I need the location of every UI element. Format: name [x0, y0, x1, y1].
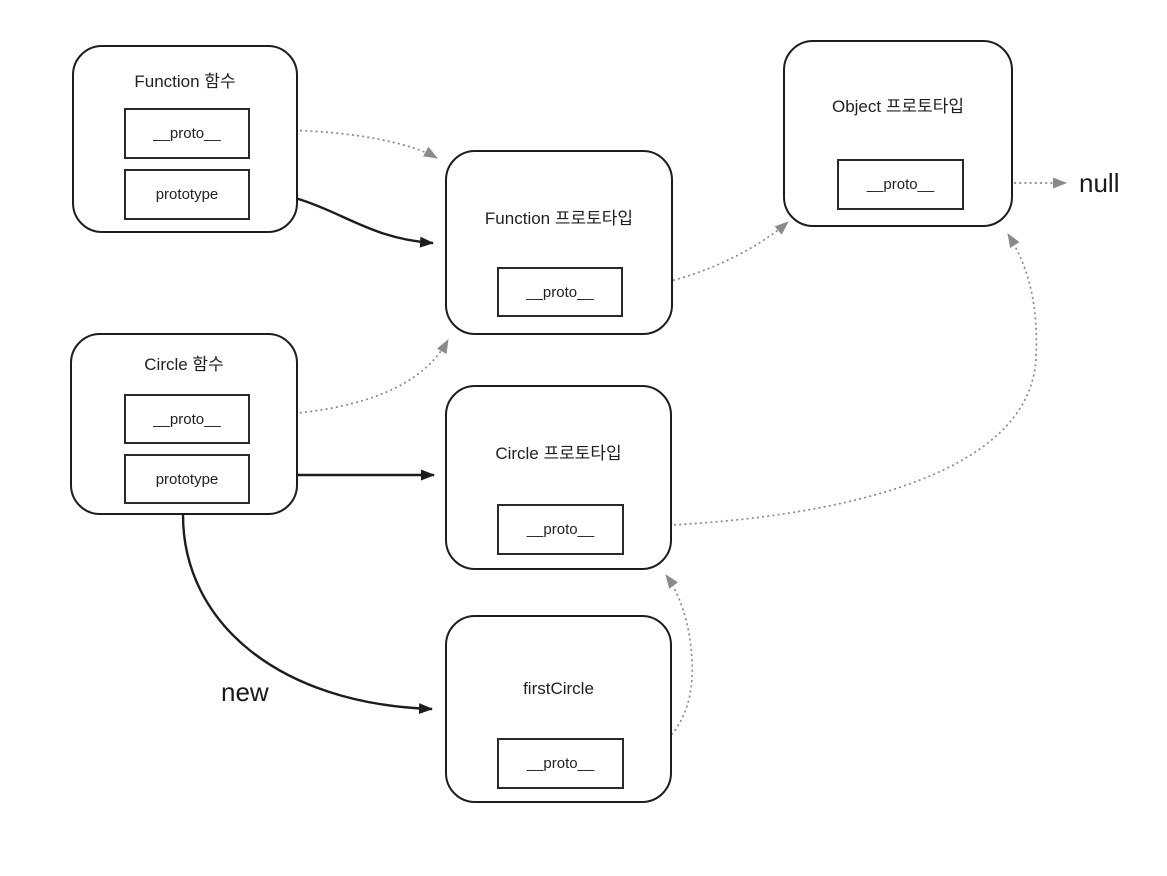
- function-prototype-box: Function 프로토타입 __proto__: [445, 150, 673, 335]
- first-circle-title: firstCircle: [523, 679, 594, 698]
- circle-constructor-title: Circle 함수: [144, 355, 224, 374]
- circle-constructor-prototype-field: prototype: [124, 454, 250, 504]
- first-circle-box: firstCircle __proto__: [445, 615, 672, 803]
- circle-prototype-box: Circle 프로토타입 __proto__: [445, 385, 672, 570]
- circle-prototype-proto-field: __proto__: [497, 504, 624, 555]
- function-constructor-prototype-field: prototype: [124, 169, 250, 220]
- edge-circle-proto-to-function-prototype: [247, 339, 449, 418]
- object-prototype-title: Object 프로토타입: [831, 97, 965, 116]
- function-constructor-box: Function 함수 __proto__ prototype: [72, 45, 298, 233]
- object-prototype-proto-field: __proto__: [837, 159, 964, 210]
- circle-constructor-proto-field: __proto__: [124, 394, 250, 444]
- function-prototype-proto-field: __proto__: [497, 267, 623, 317]
- new-keyword-label: new: [221, 677, 269, 707]
- function-constructor-title: Function 함수: [134, 72, 236, 91]
- function-prototype-title: Function 프로토타입: [484, 209, 634, 228]
- edge-firstcircle-proto-to-circle-prototype: [621, 574, 694, 762]
- edge-new-circle-to-firstcircle: [181, 514, 433, 715]
- first-circle-proto-field: __proto__: [497, 738, 624, 789]
- null-terminal-label: null: [1079, 168, 1120, 198]
- circle-constructor-box: Circle 함수 __proto__ prototype: [70, 333, 298, 515]
- object-prototype-box: Object 프로토타입 __proto__: [783, 40, 1013, 227]
- function-constructor-proto-field: __proto__: [124, 108, 250, 159]
- circle-prototype-title: Circle 프로토타입: [495, 444, 622, 463]
